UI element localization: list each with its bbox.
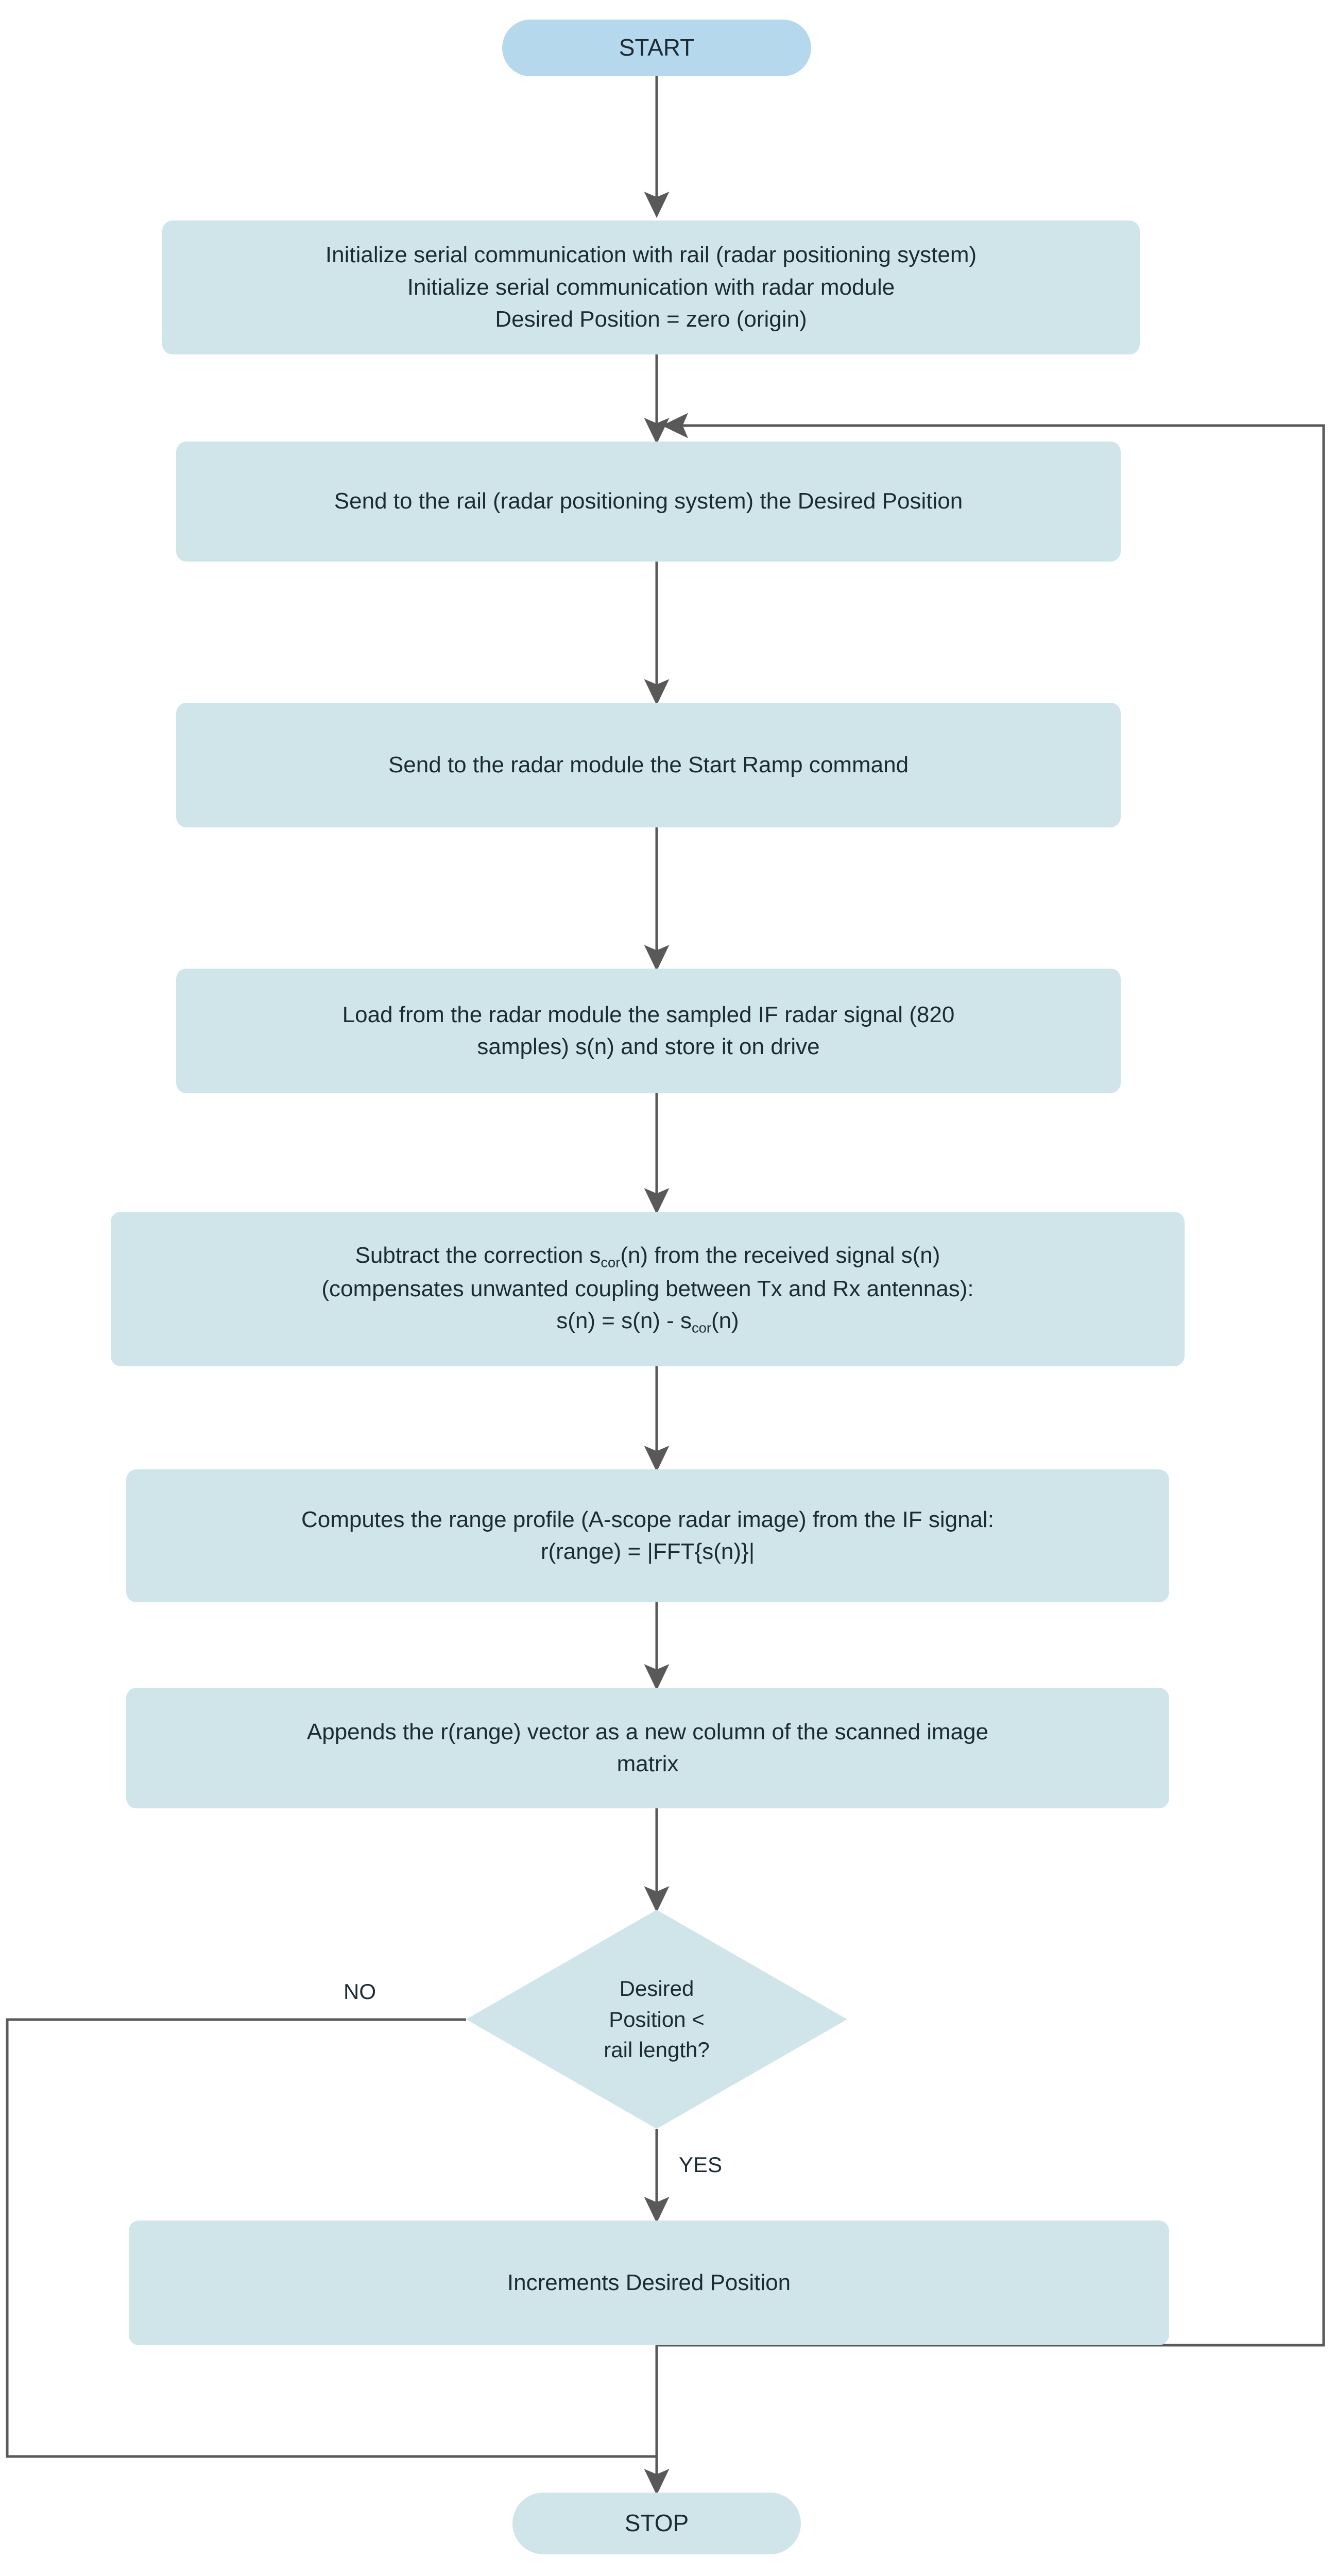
node-increment[interactable]: Increments Desired Position	[129, 2221, 1169, 2345]
node-send-ramp[interactable]: Send to the radar module the Start Ramp …	[176, 703, 1121, 827]
node-decision[interactable]: Desired Position < rail length?	[466, 1910, 847, 2129]
node-load-signal[interactable]: Load from the radar module the sampled I…	[176, 969, 1121, 1093]
node-stop-label: STOP	[624, 2510, 689, 2537]
node-initialize-line-2: Initialize serial communication with rad…	[407, 274, 895, 300]
node-range-profile-line-2: r(range) = |FFT{s(n)}|	[540, 1539, 755, 1564]
node-range-profile-text: Computes the range profile (A-scope rada…	[286, 1504, 1009, 1568]
node-subtract-line-3: s(n) = s(n) - scor(n)	[306, 1305, 989, 1338]
node-stop[interactable]: STOP	[512, 2493, 801, 2554]
node-subtract-line-1-b: (n) from the received signal s(n)	[620, 1243, 940, 1268]
node-subtract-line-3-a: s(n) = s(n) - s	[556, 1308, 692, 1334]
node-load-signal-line-2: samples) s(n) and store it on drive	[477, 1034, 820, 1059]
node-subtract-line-3-subscript: cor	[692, 1319, 711, 1336]
node-subtract-line-2: (compensates unwanted coupling between T…	[321, 1276, 974, 1301]
node-range-profile-line-1: Computes the range profile (A-scope rada…	[301, 1506, 995, 1532]
node-initialize-text: Initialize serial communication with rai…	[310, 239, 992, 335]
node-append-line-2: matrix	[616, 1751, 679, 1776]
node-subtract[interactable]: Subtract the correction scor(n) from the…	[111, 1212, 1185, 1366]
node-initialize-line-1: Initialize serial communication with rai…	[325, 242, 977, 268]
node-start[interactable]: START	[502, 20, 811, 76]
node-decision-line-3: rail length?	[604, 2038, 710, 2062]
node-load-signal-line-1: Load from the radar module the sampled I…	[342, 1002, 955, 1027]
node-range-profile[interactable]: Computes the range profile (A-scope rada…	[126, 1469, 1169, 1602]
node-send-ramp-label: Send to the radar module the Start Ramp …	[388, 752, 909, 777]
node-subtract-line-1: Subtract the correction scor(n) from the…	[306, 1240, 989, 1273]
node-decision-line-1: Desired	[619, 1976, 694, 2001]
node-subtract-line-1-subscript: cor	[601, 1255, 621, 1271]
node-start-label: START	[619, 34, 695, 61]
node-subtract-line-1-a: Subtract the correction s	[355, 1243, 601, 1268]
node-append-line-1: Appends the r(range) vector as a new col…	[306, 1719, 989, 1744]
edge-label-yes: YES	[679, 2153, 723, 2177]
node-append[interactable]: Appends the r(range) vector as a new col…	[126, 1688, 1169, 1808]
node-initialize[interactable]: Initialize serial communication with rai…	[162, 221, 1140, 354]
node-send-rail[interactable]: Send to the rail (radar positioning syst…	[176, 442, 1121, 562]
edge-label-no: NO	[344, 1979, 376, 2004]
node-decision-text: Desired Position < rail length?	[466, 1910, 847, 2129]
node-send-rail-label: Send to the rail (radar positioning syst…	[334, 488, 963, 514]
node-append-text: Appends the r(range) vector as a new col…	[292, 1716, 1004, 1781]
node-subtract-line-3-b: (n)	[711, 1308, 739, 1334]
node-decision-line-2: Position <	[609, 2007, 705, 2031]
node-increment-label: Increments Desired Position	[507, 2269, 791, 2295]
node-initialize-line-3: Desired Position = zero (origin)	[495, 307, 807, 332]
node-load-signal-text: Load from the radar module the sampled I…	[327, 999, 970, 1063]
node-subtract-text: Subtract the correction scor(n) from the…	[306, 1240, 989, 1338]
